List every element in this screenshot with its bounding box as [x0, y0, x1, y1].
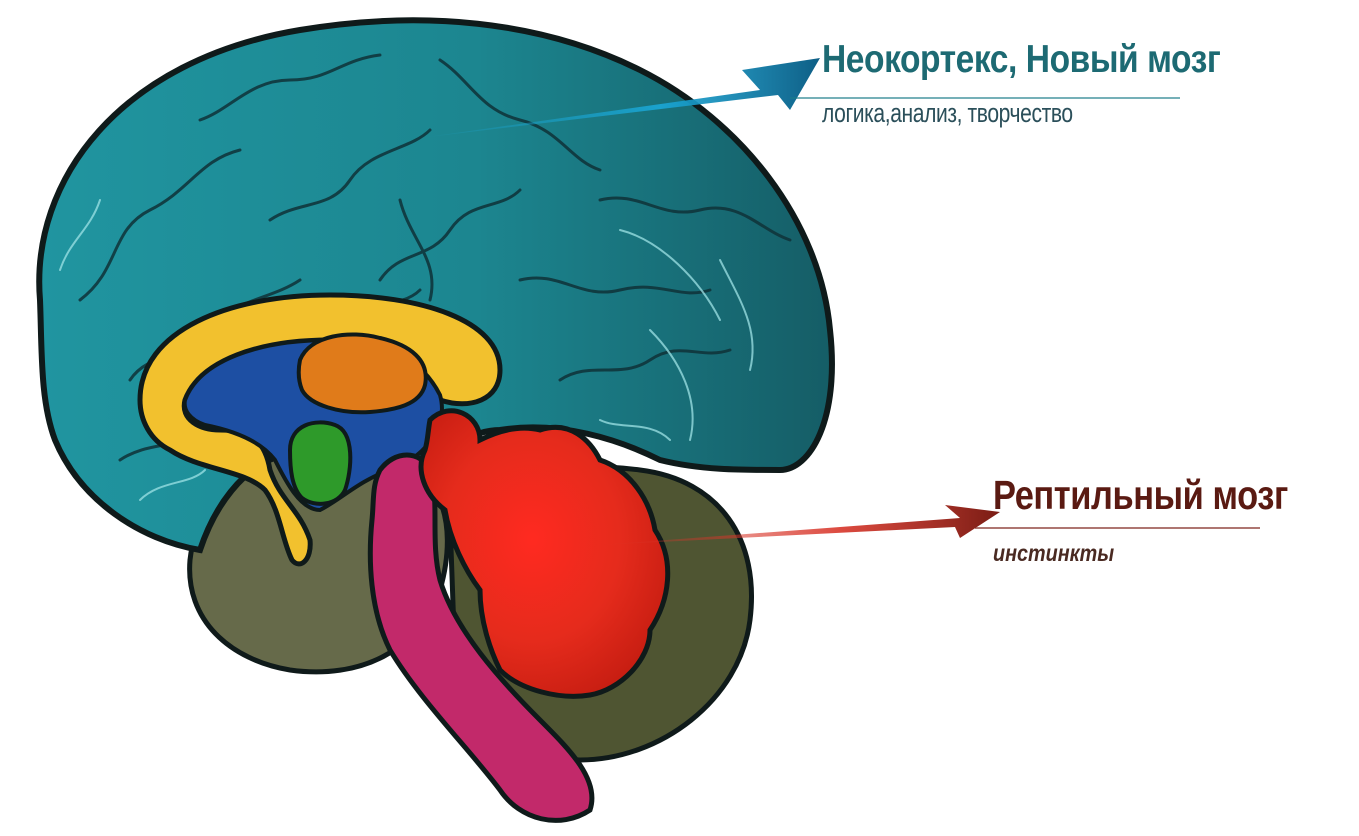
neocortex-title: Неокортекс, Новый мозг [822, 38, 1220, 82]
reptilian-subtitle: инстинкты [993, 540, 1114, 567]
reptilian-title: Рептильный мозг [993, 472, 1288, 519]
neocortex-subtitle: логика,анализ, творчество [822, 98, 1073, 129]
thalamus [299, 334, 426, 412]
amygdala [290, 422, 350, 503]
